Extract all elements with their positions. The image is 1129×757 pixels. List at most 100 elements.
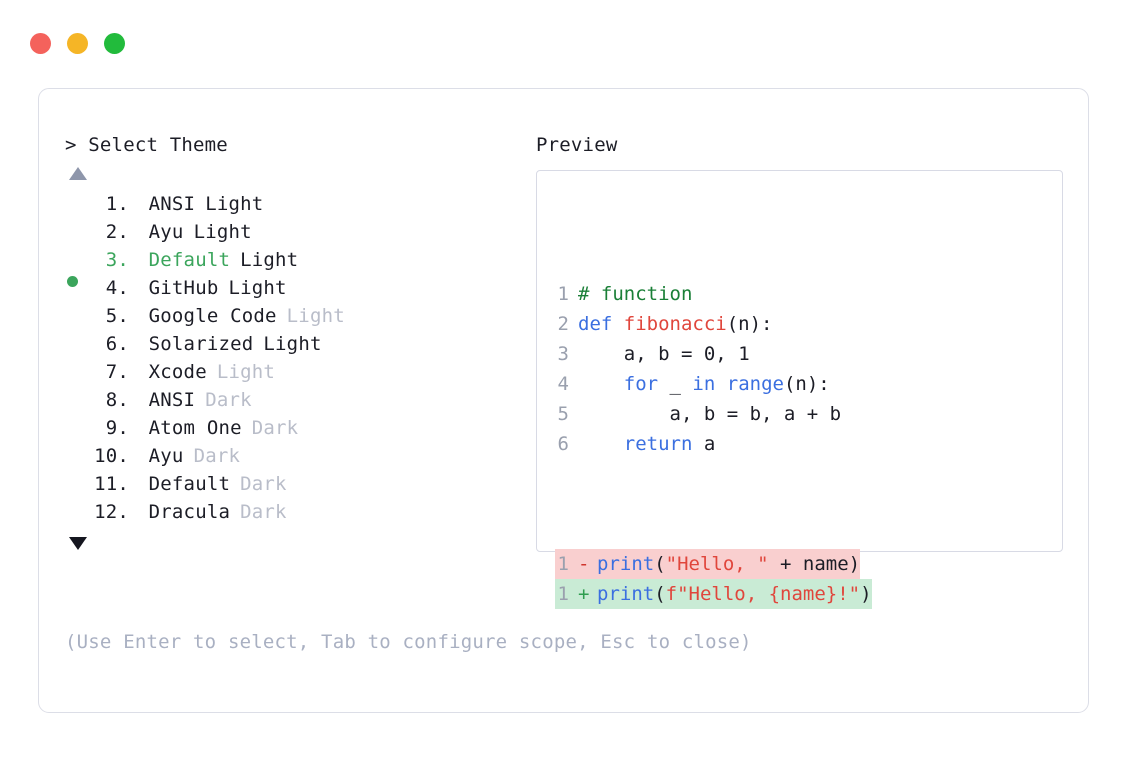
theme-item-index: 4. xyxy=(105,277,129,299)
minimize-button[interactable] xyxy=(67,33,88,54)
code-line-text: for _ in range(n): xyxy=(578,369,830,399)
code-token xyxy=(715,373,726,395)
theme-item-index: 5. xyxy=(105,305,129,327)
code-token: _ xyxy=(658,373,693,395)
theme-item-index: 11. xyxy=(94,473,129,495)
theme-item-gap xyxy=(129,330,141,358)
theme-item-name: Solarized xyxy=(148,333,254,355)
code-token: (n): xyxy=(726,313,773,335)
select-theme-prompt: > Select Theme xyxy=(65,134,228,156)
code-line: 5 a, b = b, a + b xyxy=(555,399,842,429)
theme-list-item[interactable]: 5. Google Code Light xyxy=(65,302,535,330)
theme-item-name: ANSI xyxy=(148,389,196,411)
theme-item-variant: Light xyxy=(216,361,276,383)
code-token: return xyxy=(623,433,693,455)
diff-line-add: 1+print(f"Hello, {name}!") xyxy=(555,579,872,609)
theme-item-gap xyxy=(129,190,141,218)
theme-item-gap xyxy=(129,498,141,526)
code-token: print xyxy=(597,583,655,605)
code-token: ( xyxy=(654,553,666,575)
selected-bullet-icon xyxy=(67,276,78,287)
code-line: 3 a, b = 0, 1 xyxy=(555,339,750,369)
code-token: range xyxy=(726,373,784,395)
code-token: in xyxy=(692,373,716,395)
code-line-text: a, b = 0, 1 xyxy=(578,339,750,369)
theme-item-name: Google Code xyxy=(148,305,277,327)
theme-item-name: Dracula xyxy=(148,501,231,523)
code-token xyxy=(578,373,624,395)
code-line-text: def fibonacci(n): xyxy=(578,309,772,339)
line-number: 5 xyxy=(557,403,569,425)
theme-item-variant: Dark xyxy=(240,473,287,495)
diff-line-del: 1-print("Hello, " + name) xyxy=(555,549,861,579)
code-token: for xyxy=(623,373,659,395)
theme-item-index: 7. xyxy=(105,361,129,383)
triangle-up-icon[interactable] xyxy=(69,167,87,180)
code-line: 1 # function xyxy=(555,279,693,309)
code-token xyxy=(578,433,624,455)
theme-list-item[interactable]: 7. Xcode Light xyxy=(65,358,535,386)
theme-item-gap xyxy=(129,246,141,274)
theme-item-variant: Light xyxy=(263,333,322,355)
theme-item-name: Xcode xyxy=(148,361,207,383)
code-line-text: return a xyxy=(578,429,716,459)
code-token: a, b = xyxy=(578,343,704,365)
line-number: 3 xyxy=(557,343,569,365)
theme-item-variant: Light xyxy=(286,305,345,327)
line-number: 1 xyxy=(557,283,569,305)
zoom-button[interactable] xyxy=(104,33,125,54)
code-token: 1 xyxy=(738,343,750,365)
theme-item-variant: Dark xyxy=(205,389,252,411)
preview-title: Preview xyxy=(536,134,618,156)
keyboard-hint: (Use Enter to select, Tab to configure s… xyxy=(65,631,752,653)
theme-item-index: 10. xyxy=(94,445,129,467)
code-token: fibonacci xyxy=(623,313,727,335)
code-line-text: a, b = b, a + b xyxy=(578,399,842,429)
theme-item-name: Ayu xyxy=(148,445,184,467)
theme-item-name: GitHub xyxy=(148,277,219,299)
diff-sign: + xyxy=(578,583,590,605)
theme-item-gap xyxy=(129,442,141,470)
code-token: a, b = b, a + b xyxy=(578,403,842,425)
line-number: 4 xyxy=(557,373,569,395)
code-token: 0 xyxy=(703,343,716,365)
theme-item-gap xyxy=(129,274,141,302)
theme-item-name: Default xyxy=(148,249,231,271)
code-token: print xyxy=(597,553,655,575)
code-token: f"Hello, {name}!" xyxy=(665,583,861,605)
close-button[interactable] xyxy=(30,33,51,54)
theme-item-name: Default xyxy=(148,473,231,495)
theme-item-index: 9. xyxy=(105,417,129,439)
theme-item-gap xyxy=(129,470,141,498)
code-token: + name) xyxy=(768,553,861,575)
triangle-down-icon[interactable] xyxy=(69,537,87,550)
line-number: 1 xyxy=(557,553,569,575)
window-traffic-lights xyxy=(30,33,125,54)
theme-item-variant: Dark xyxy=(193,445,241,467)
code-line-text: # function xyxy=(578,279,692,309)
theme-list-item[interactable]: 10. Ayu Dark xyxy=(65,442,535,470)
diff-line-text: print("Hello, " + name) xyxy=(597,549,860,579)
theme-item-variant: Dark xyxy=(251,417,299,439)
theme-item-variant: Light xyxy=(240,249,299,271)
theme-list-item[interactable]: 11. Default Dark xyxy=(65,470,535,498)
diff-line-text: print(f"Hello, {name}!") xyxy=(597,579,872,609)
theme-item-index: 2. xyxy=(105,221,129,243)
code-token: (n): xyxy=(783,373,830,395)
theme-item-gap xyxy=(129,358,141,386)
